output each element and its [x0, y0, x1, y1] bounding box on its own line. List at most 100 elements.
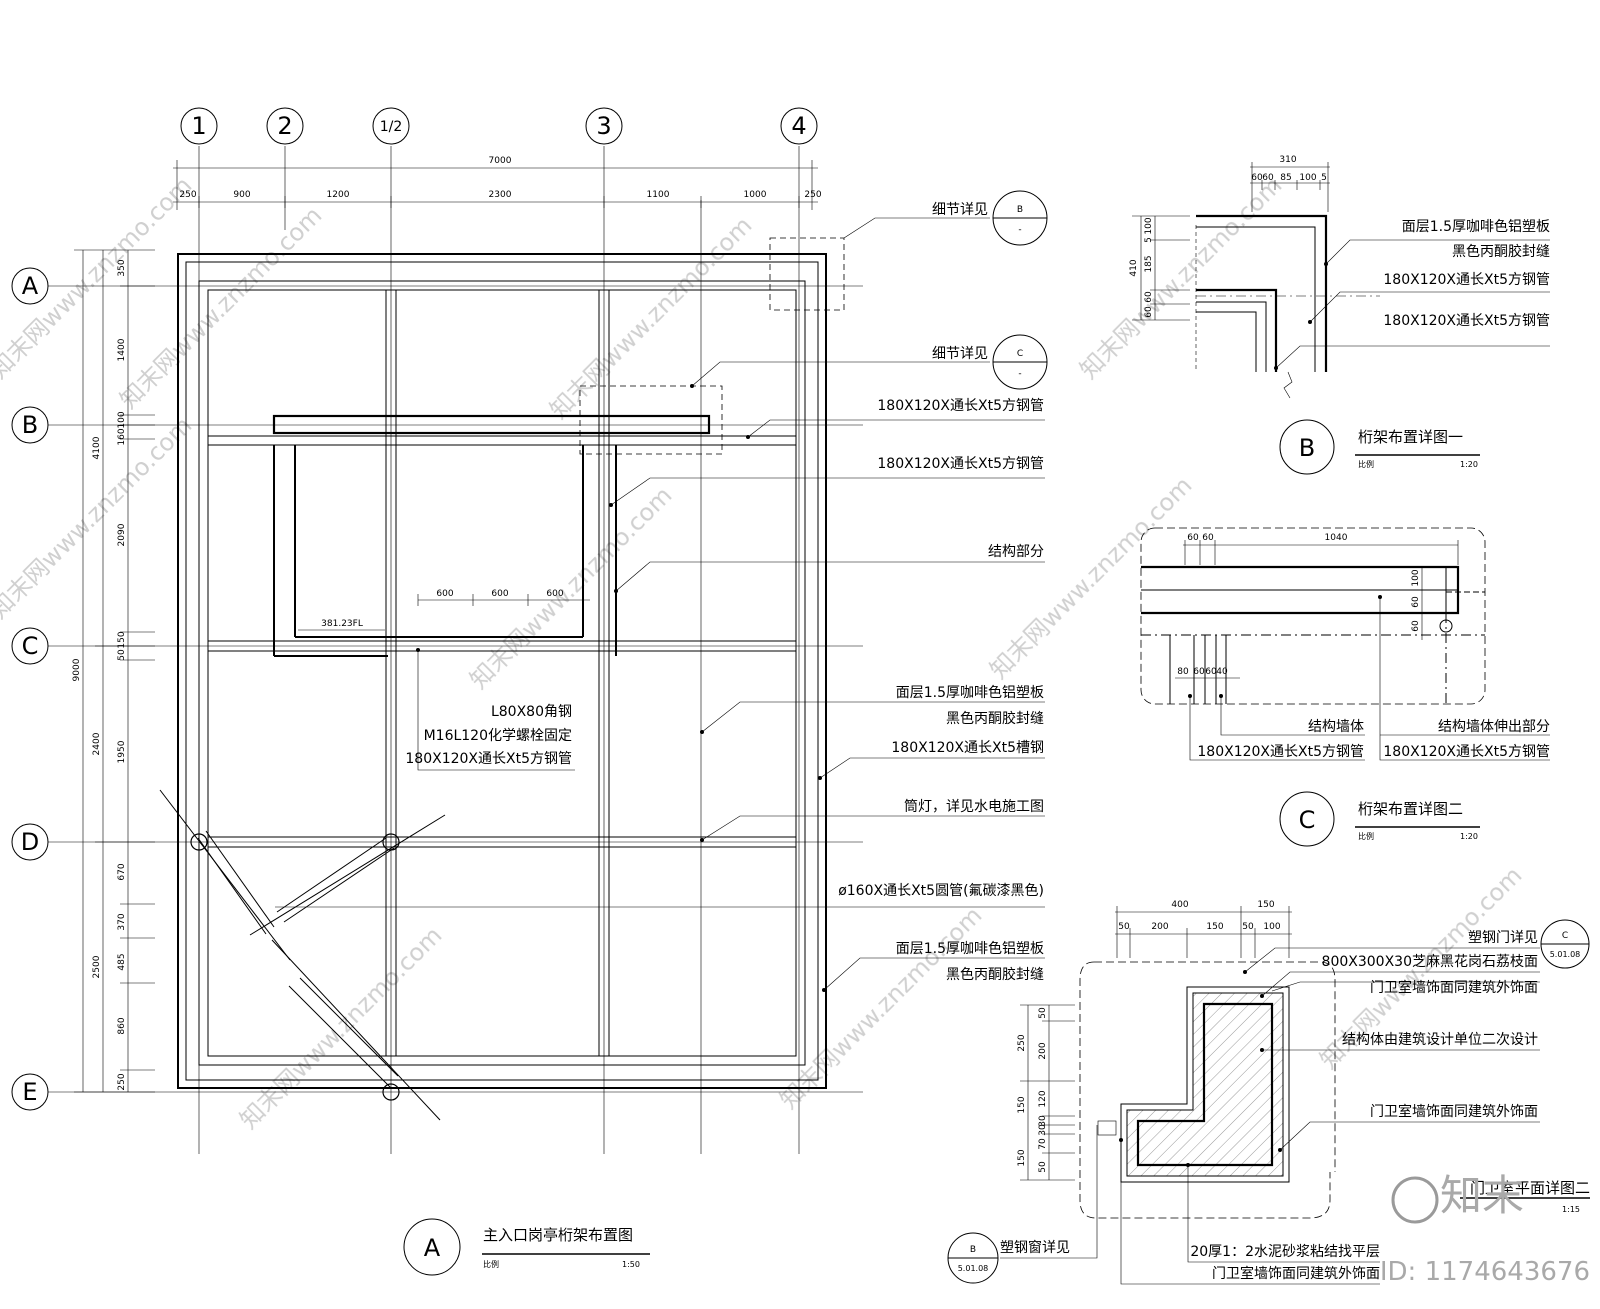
dim-left-1: 350: [117, 259, 127, 276]
detail-c-dim-right-3: 60: [1411, 620, 1421, 632]
title-a-scale-label: 比例: [483, 1259, 499, 1269]
dim-left-8: 1950: [117, 740, 127, 763]
detail-d-dimension-lines: [1020, 906, 1292, 1181]
ref-bubbles: [992, 190, 1048, 390]
dim-top-3: 1200: [327, 190, 350, 200]
detail-d-dim-left-3: 120: [1038, 1090, 1048, 1107]
dim-left-mid-3: 2500: [92, 955, 102, 978]
detail-b-label-2: 黑色丙酮胶封缝: [1452, 243, 1550, 260]
detail-b-dim-left-1: 100: [1144, 217, 1154, 234]
dim-top-1: 250: [179, 190, 196, 200]
dim-left-2: 1400: [117, 338, 127, 361]
truss-ring-inner: [207, 289, 797, 1057]
round-tubes: [159, 789, 446, 1121]
axis-bubbles-left: [11, 267, 49, 1111]
truss-ring-outer: [198, 280, 806, 1066]
detail-d-bubble-window-sub: 5.01.08: [958, 1264, 989, 1273]
dim-left-7: 50: [117, 649, 127, 661]
detail-d-break-frame-2: [1094, 961, 1336, 1172]
detail-c-dim-top-1: 60: [1187, 533, 1199, 543]
leader-lines: [275, 217, 1045, 991]
detail-d-structure-outline: [1136, 1002, 1274, 1167]
grid-lines-horizontal: [48, 285, 863, 1093]
detail-d-label-finish-1: 门卫室墙饰面同建筑外饰面: [1370, 979, 1538, 996]
ref-bubble-b-letter: B: [1017, 205, 1023, 215]
outer-frame: [177, 253, 827, 1089]
detail-b-text: 310 60 60 85 100 5 410 100 5 185 60 60 面…: [1129, 155, 1550, 469]
dim-left-9: 670: [117, 863, 127, 880]
axis-label-c: C: [22, 632, 39, 660]
detail-c-label-3: 结构墙体伸出部分: [1438, 719, 1550, 735]
brand-logo-mark: [1391, 1176, 1439, 1224]
detail-d-bubble-door-sub: 5.01.08: [1550, 950, 1581, 959]
detail-b-dim-total: 310: [1279, 155, 1296, 165]
detail-d-dim-left-5: 30: [1038, 1124, 1048, 1136]
detail-b-dim-top-3: 85: [1280, 173, 1291, 183]
detail-d-label-window: 塑钢窗详见: [1000, 1239, 1070, 1256]
detail-c-title-graphic: [1279, 791, 1480, 847]
detail-b-label-1: 面层1.5厚咖啡色铝塑板: [1402, 218, 1550, 235]
detail-frame-c: [579, 385, 723, 455]
detail-b-dim-left-4: 60: [1144, 291, 1154, 303]
label-structure: 结构部分: [988, 544, 1044, 560]
detail-d-label-finish-3: 门卫室墙饰面同建筑外饰面: [1212, 1265, 1380, 1282]
label-panel-2: 面层1.5厚咖啡色铝塑板: [896, 940, 1044, 957]
dim-left-13: 250: [117, 1073, 127, 1090]
detail-b-inner-lines: [1196, 226, 1316, 372]
dim-interior-3: 600: [546, 589, 563, 599]
outer-frame-inner: [185, 261, 819, 1081]
axis-label-1: 1: [191, 112, 206, 140]
detail-c: [1140, 527, 1550, 847]
top-dimension-lines: [173, 160, 818, 210]
detail-b-profile: [1196, 214, 1328, 372]
dim-total-width: 7000: [489, 156, 512, 166]
detail-d-label-window-door: 塑钢门详见: [1468, 930, 1538, 946]
label-angle-steel: L80X80角钢: [491, 704, 572, 720]
label-lamp: 筒灯，详见水电施工图: [904, 798, 1044, 815]
detail-b-leader-dots: [1274, 262, 1328, 370]
detail-b-dim-left-total: 410: [1129, 259, 1139, 276]
detail-c-text: 60 60 1040 100 60 60 80 60 60 40 结构墙体 18…: [1177, 533, 1550, 841]
detail-d-label-finish-2: 门卫室墙饰面同建筑外饰面: [1370, 1103, 1538, 1120]
truss-plan: [11, 107, 1048, 1276]
ref-bubble-c-sub: -: [1018, 369, 1021, 379]
dim-left-10: 370: [117, 913, 127, 930]
dim-left-mid-1: 4100: [92, 436, 102, 459]
detail-c-label-2: 180X120X通长Xt5方钢管: [1197, 744, 1364, 760]
dim-left-11: 485: [117, 953, 127, 970]
detail-d-text: 400 150 50 200 150 50 100 250 150 150 50…: [958, 900, 1590, 1282]
detail-frame-b: [769, 237, 845, 311]
image-id-text: ID: 1174643676: [1380, 1257, 1590, 1287]
detail-b-dim-top-1: 60: [1251, 173, 1263, 183]
interior-dimension-lines: [298, 594, 590, 631]
detail-d-dim-left-7: 50: [1038, 1161, 1048, 1173]
detail-d-dim-left-major-2: 150: [1017, 1096, 1027, 1113]
detail-c-dim-bottom-1: 80: [1177, 667, 1189, 677]
detail-c-label-1: 结构墙体: [1308, 719, 1364, 735]
truss-plan-text: 1 2 1/2 3 4 A B C D E 7000 250 900 1200 …: [21, 112, 1044, 1269]
detail-d: [947, 906, 1590, 1285]
label-channel: 180X120X通长Xt5槽钢: [891, 740, 1044, 756]
axis-label-3: 3: [596, 112, 611, 140]
title-a-scale: 1:50: [622, 1260, 640, 1269]
dim-total-height: 9000: [72, 658, 82, 681]
detail-d-dim-major-1: 400: [1171, 900, 1188, 910]
detail-d-label-mortar: 20厚1：2水泥砂浆粘结找平层: [1190, 1244, 1380, 1260]
axis-label-d: D: [21, 828, 39, 856]
detail-d-dim-left-major-1: 250: [1017, 1034, 1027, 1051]
detail-b-dim-top-5: 5: [1321, 173, 1327, 183]
detail-d-dim-top-1: 50: [1118, 922, 1130, 932]
detail-c-dim-top-3: 1040: [1325, 533, 1348, 543]
dim-left-3: 100: [117, 411, 127, 428]
ref-bubble-c-letter: C: [1017, 349, 1023, 359]
axis-label-1-2: 1/2: [380, 119, 403, 135]
detail-c-scale: 1:20: [1460, 832, 1478, 841]
detail-d-bubble-door-letter: C: [1562, 931, 1568, 941]
detail-d-break-frame: [1079, 961, 1331, 1219]
detail-d-dim-left-6: 70: [1038, 1138, 1048, 1150]
detail-d-scale: 1:15: [1562, 1205, 1580, 1214]
dim-left-5: 2090: [117, 523, 127, 546]
leader-dots: [416, 384, 826, 992]
dim-top-7: 250: [804, 190, 821, 200]
